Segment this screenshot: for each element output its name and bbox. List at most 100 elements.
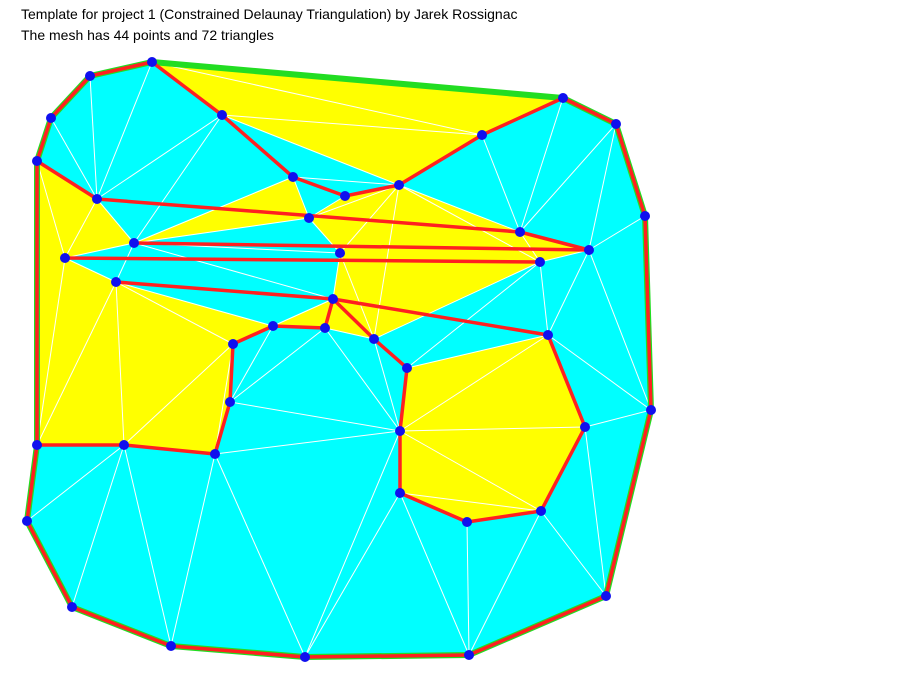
mesh-edge <box>214 430 401 455</box>
constraint-edge-5 <box>231 297 335 346</box>
triangle-6 <box>65 243 134 282</box>
mesh-edge <box>399 492 470 656</box>
triangle-3 <box>37 161 97 258</box>
mesh-edge <box>584 426 607 597</box>
triangle-16 <box>293 177 399 196</box>
mesh-edge <box>50 117 98 200</box>
triangle-67 <box>400 335 585 431</box>
triangle-10 <box>134 115 293 243</box>
mesh-vertex-22[interactable] <box>210 449 220 459</box>
mesh-edge <box>399 426 586 432</box>
mesh-vertex-8[interactable] <box>217 110 227 120</box>
constraint-edge-2 <box>63 256 542 264</box>
mesh-vertex-21[interactable] <box>395 426 405 436</box>
triangle-8 <box>97 62 222 199</box>
triangle-58 <box>520 124 616 250</box>
mesh-vertex-23[interactable] <box>119 440 129 450</box>
mesh-vertex-1[interactable] <box>85 71 95 81</box>
mesh-edge <box>468 510 542 656</box>
mesh-vertex-15[interactable] <box>268 321 278 331</box>
triangle-54 <box>589 216 651 410</box>
mesh-vertex-14[interactable] <box>328 294 338 304</box>
triangle-55 <box>589 124 645 250</box>
mesh-vertex-43[interactable] <box>640 211 650 221</box>
triangle-4 <box>37 161 65 445</box>
triangle-37 <box>124 344 233 454</box>
triangle-49 <box>469 511 606 655</box>
triangle-33 <box>230 328 400 431</box>
mesh-edge <box>115 242 135 283</box>
mesh-vertex-33[interactable] <box>601 591 611 601</box>
mesh-vertex-6[interactable] <box>129 238 139 248</box>
mesh-edge <box>123 444 172 647</box>
mesh-vertex-32[interactable] <box>536 506 546 516</box>
mesh-edge <box>373 338 401 432</box>
mesh-edge <box>221 114 400 186</box>
mesh-vertex-18[interactable] <box>402 363 412 373</box>
mesh-vertex-10[interactable] <box>340 191 350 201</box>
mesh-edge <box>292 176 310 219</box>
mesh-vertex-28[interactable] <box>300 652 310 662</box>
mesh-vertex-24[interactable] <box>32 440 42 450</box>
mesh-vertex-7[interactable] <box>111 277 121 287</box>
mesh-vertex-40[interactable] <box>477 130 487 140</box>
mesh-vertex-17[interactable] <box>369 334 379 344</box>
mesh-vertex-41[interactable] <box>558 93 568 103</box>
triangle-51 <box>585 410 651 596</box>
mesh-vertex-42[interactable] <box>611 119 621 129</box>
triangle-15 <box>152 62 563 135</box>
mesh-vertex-34[interactable] <box>580 422 590 432</box>
mesh-edge <box>481 134 521 233</box>
mesh-edge <box>272 298 334 327</box>
mesh-vertex-36[interactable] <box>543 330 553 340</box>
mesh-vertex-4[interactable] <box>60 253 70 263</box>
mesh-vertex-16[interactable] <box>320 323 330 333</box>
mesh-vertex-13[interactable] <box>335 248 345 258</box>
mesh-edge <box>324 327 401 432</box>
mesh-edge <box>588 249 652 411</box>
mesh-edge <box>133 242 334 300</box>
mesh-edge <box>399 430 542 512</box>
mesh-vertex-37[interactable] <box>584 245 594 255</box>
triangle-65 <box>407 262 548 368</box>
mesh-vertex-27[interactable] <box>166 641 176 651</box>
mesh-edge <box>406 261 541 369</box>
triangle-64 <box>374 262 540 368</box>
mesh-vertex-39[interactable] <box>515 227 525 237</box>
mesh-edge <box>406 334 549 369</box>
triangle-52 <box>548 335 651 427</box>
mesh-edge <box>123 343 234 446</box>
mesh-edge <box>133 217 310 244</box>
mesh-edge <box>221 114 483 136</box>
mesh-edge <box>304 430 401 658</box>
triangle-0 <box>90 62 152 199</box>
mesh-vertex-26[interactable] <box>67 602 77 612</box>
mesh-edge <box>96 114 223 200</box>
mesh-edge <box>170 453 216 647</box>
triangle-53 <box>548 250 651 410</box>
mesh-vertex-11[interactable] <box>394 180 404 190</box>
mesh-vertex-31[interactable] <box>462 517 472 527</box>
mesh-vertex-29[interactable] <box>464 650 474 660</box>
mesh-edge <box>133 114 223 244</box>
mesh-vertex-12[interactable] <box>304 213 314 223</box>
header: Template for project 1 (Constrained Dela… <box>21 4 517 46</box>
mesh-vertex-9[interactable] <box>288 172 298 182</box>
mesh-vertex-19[interactable] <box>228 339 238 349</box>
mesh-vertex-3[interactable] <box>32 156 42 166</box>
mesh-edge <box>36 281 117 446</box>
mesh-vertex-38[interactable] <box>535 257 545 267</box>
mesh-edge <box>96 198 135 244</box>
mesh-vertex-20[interactable] <box>225 397 235 407</box>
mesh-vertex-2[interactable] <box>46 113 56 123</box>
mesh-vertex-25[interactable] <box>22 516 32 526</box>
mesh-edge <box>399 334 549 432</box>
mesh-vertex-5[interactable] <box>92 194 102 204</box>
mesh-vertex-35[interactable] <box>646 405 656 415</box>
triangle-41 <box>72 445 171 646</box>
triangle-59 <box>520 98 616 232</box>
mesh-vertex-30[interactable] <box>395 488 405 498</box>
mesh-vertex-0[interactable] <box>147 57 157 67</box>
vertex-layer[interactable] <box>22 57 656 662</box>
